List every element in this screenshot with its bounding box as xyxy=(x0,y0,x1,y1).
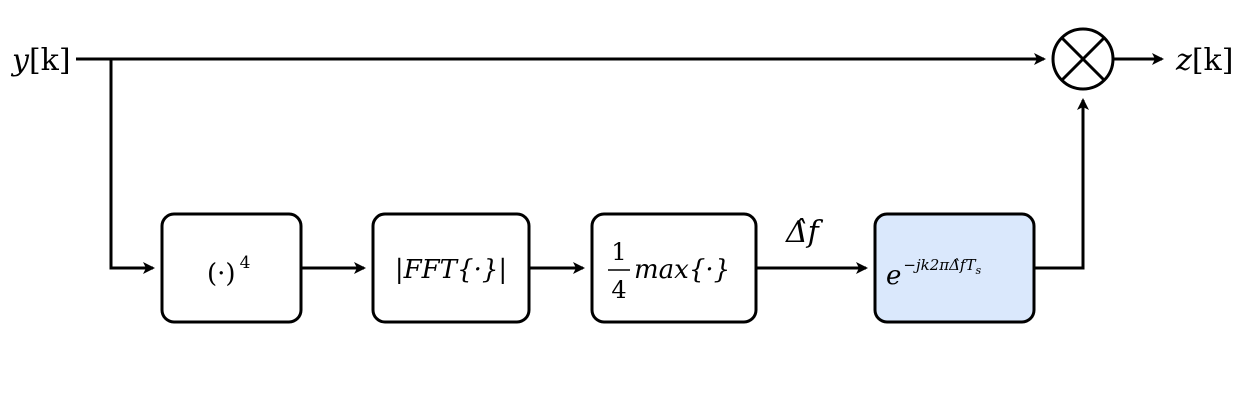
branch-line xyxy=(109,59,155,274)
edge-exp-mixer xyxy=(1034,98,1089,270)
exp-block-label: e−jk2πΔ̂fTs xyxy=(886,256,982,291)
input-label: y[k] xyxy=(10,43,71,78)
power-block-label: (·)4 xyxy=(207,253,250,289)
max-block-label: max{·} xyxy=(634,255,730,285)
edge-label-delta-f: Δ̂f xyxy=(785,215,824,250)
max-block-frac-den: 4 xyxy=(611,276,626,304)
max-block-frac-num: 1 xyxy=(611,238,626,266)
output-label: z[k] xyxy=(1175,43,1233,78)
multiplier-icon xyxy=(1051,27,1115,91)
fft-block-label: |FFT{·}| xyxy=(395,255,507,285)
